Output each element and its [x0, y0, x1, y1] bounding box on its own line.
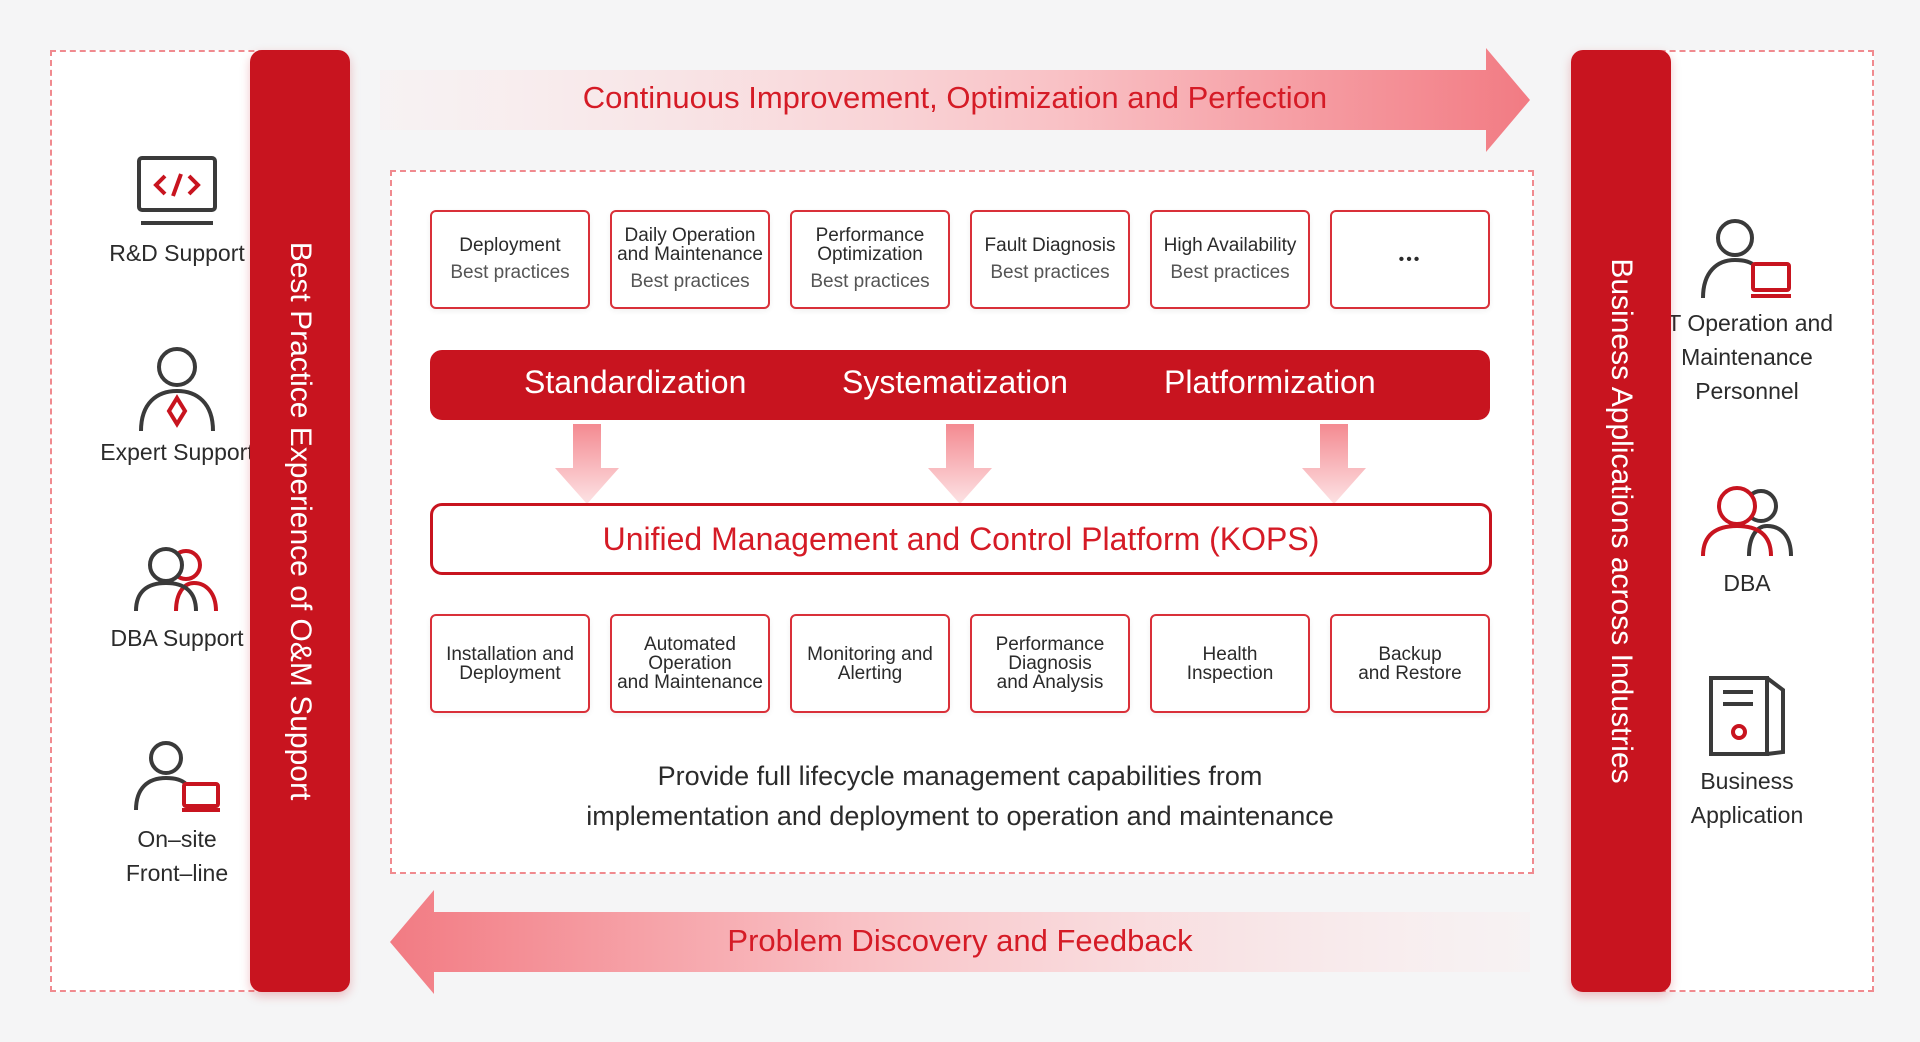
- pillar-systematization: Systematization: [842, 364, 1068, 400]
- card-subtitle: Best practices: [630, 271, 750, 292]
- capability-card-performance-diagnosis: Performance Diagnosis and Analysis: [970, 614, 1130, 713]
- it-operation-label-line1: IT Operation and: [1660, 310, 1834, 336]
- lifecycle-description: Provide full lifecycle management capabi…: [390, 756, 1530, 836]
- it-operation-label-line2: Maintenance: [1681, 344, 1813, 370]
- continuous-improvement-arrow: [380, 48, 1530, 152]
- card-label: Installation and: [446, 643, 574, 665]
- best-practice-card-fault-diagnosis: Fault Diagnosis Best practices: [970, 210, 1130, 309]
- best-practice-card-more: •••: [1330, 210, 1490, 309]
- expert-support-item: Expert Support: [52, 345, 302, 469]
- down-arrow-icon: [555, 424, 619, 504]
- card-label: and Analysis: [996, 672, 1104, 693]
- business-application-label-line1: Business: [1700, 768, 1794, 794]
- two-people-icon: [134, 547, 218, 612]
- card-label: Diagnosis: [1008, 653, 1092, 674]
- rd-support-label: R&D Support: [109, 240, 245, 266]
- capability-card-automated-operation: Automated Operation and Maintenance: [610, 614, 770, 713]
- card-label: Deployment: [459, 662, 561, 684]
- card-label: Monitoring and: [807, 643, 933, 665]
- pillar-standardization: Standardization: [524, 364, 747, 400]
- person-monitor-icon: [1701, 219, 1791, 299]
- card-subtitle: Best practices: [450, 261, 570, 283]
- card-subtitle: Best practices: [1170, 261, 1290, 283]
- card-label: Operation: [648, 653, 732, 674]
- business-applications-bar: Business Applications across Industries: [1571, 50, 1671, 992]
- onsite-frontline-item: On–site Front–line: [52, 740, 302, 890]
- card-label: Automated: [644, 634, 736, 655]
- card-label: Alerting: [837, 662, 903, 684]
- capability-card-monitoring: Monitoring and Alerting: [790, 614, 950, 713]
- onsite-frontline-label-line1: On–site: [137, 826, 217, 852]
- capability-card-installation: Installation and Deployment: [430, 614, 590, 713]
- dba-support-item: DBA Support: [52, 545, 302, 655]
- continuous-improvement-label: Continuous Improvement, Optimization and…: [582, 80, 1328, 115]
- kops-platform-box: Unified Management and Control Platform …: [430, 503, 1492, 575]
- card-title: Deployment: [459, 234, 561, 256]
- card-label: Performance: [995, 634, 1105, 655]
- card-title: Optimization: [817, 244, 923, 265]
- down-arrow-icon: [1302, 424, 1366, 504]
- code-monitor-icon: [137, 156, 217, 225]
- card-label: Backup: [1378, 643, 1442, 665]
- card-title: Daily Operation: [624, 225, 756, 246]
- down-arrow-icon: [928, 424, 992, 504]
- best-practice-bar-label: Best Practice Experience of O&M Support: [284, 241, 317, 801]
- pillar-platformization: Platformization: [1164, 364, 1376, 400]
- dba-item: DBA: [1622, 484, 1872, 600]
- problem-feedback-arrow: [390, 890, 1530, 994]
- capability-card-backup-restore: Backup and Restore: [1330, 614, 1490, 713]
- dba-support-label: DBA Support: [110, 625, 244, 651]
- card-label: Inspection: [1186, 662, 1274, 684]
- best-practice-card-deployment: Deployment Best practices: [430, 210, 590, 309]
- kops-platform-label: Unified Management and Control Platform …: [602, 520, 1320, 557]
- card-label: Health: [1202, 643, 1258, 665]
- lifecycle-description-line2: implementation and deployment to operati…: [586, 801, 1334, 831]
- two-people-icon: [1701, 486, 1793, 557]
- lifecycle-description-line1: Provide full lifecycle management capabi…: [657, 761, 1263, 791]
- person-monitor-icon: [134, 741, 220, 812]
- card-label: and Restore: [1358, 662, 1462, 684]
- business-applications-bar-label: Business Applications across Industries: [1605, 258, 1638, 784]
- it-operation-item: IT Operation and Maintenance Personnel: [1622, 218, 1872, 408]
- best-practice-card-performance-optimization: Performance Optimization Best practices: [790, 210, 950, 309]
- card-title: Performance: [815, 225, 925, 246]
- business-application-label-line2: Application: [1690, 802, 1804, 828]
- it-operation-label-line3: Personnel: [1695, 378, 1799, 404]
- pillars-bar: Standardization Systematization Platform…: [430, 350, 1490, 420]
- best-practice-card-daily-operation: Daily Operation and Maintenance Best pra…: [610, 210, 770, 309]
- dba-label: DBA: [1723, 570, 1771, 596]
- card-title: High Availability: [1163, 234, 1297, 256]
- capability-card-health-inspection: Health Inspection: [1150, 614, 1310, 713]
- best-practice-card-high-availability: High Availability Best practices: [1150, 210, 1310, 309]
- problem-feedback-label: Problem Discovery and Feedback: [727, 923, 1193, 958]
- card-title: and Maintenance: [617, 244, 763, 265]
- card-title: Fault Diagnosis: [984, 234, 1116, 256]
- document-icon: [1709, 676, 1785, 756]
- expert-person-icon: [139, 347, 215, 432]
- best-practice-bar: Best Practice Experience of O&M Support: [250, 50, 350, 992]
- rd-support-item: R&D Support: [52, 154, 302, 270]
- onsite-frontline-label-line2: Front–line: [125, 860, 229, 886]
- card-subtitle: Best practices: [810, 271, 930, 292]
- card-label: and Maintenance: [617, 672, 763, 693]
- expert-support-label: Expert Support: [100, 439, 254, 465]
- ellipsis-icon: •••: [1398, 251, 1422, 268]
- card-subtitle: Best practices: [990, 261, 1110, 283]
- business-application-item: Business Application: [1622, 672, 1872, 832]
